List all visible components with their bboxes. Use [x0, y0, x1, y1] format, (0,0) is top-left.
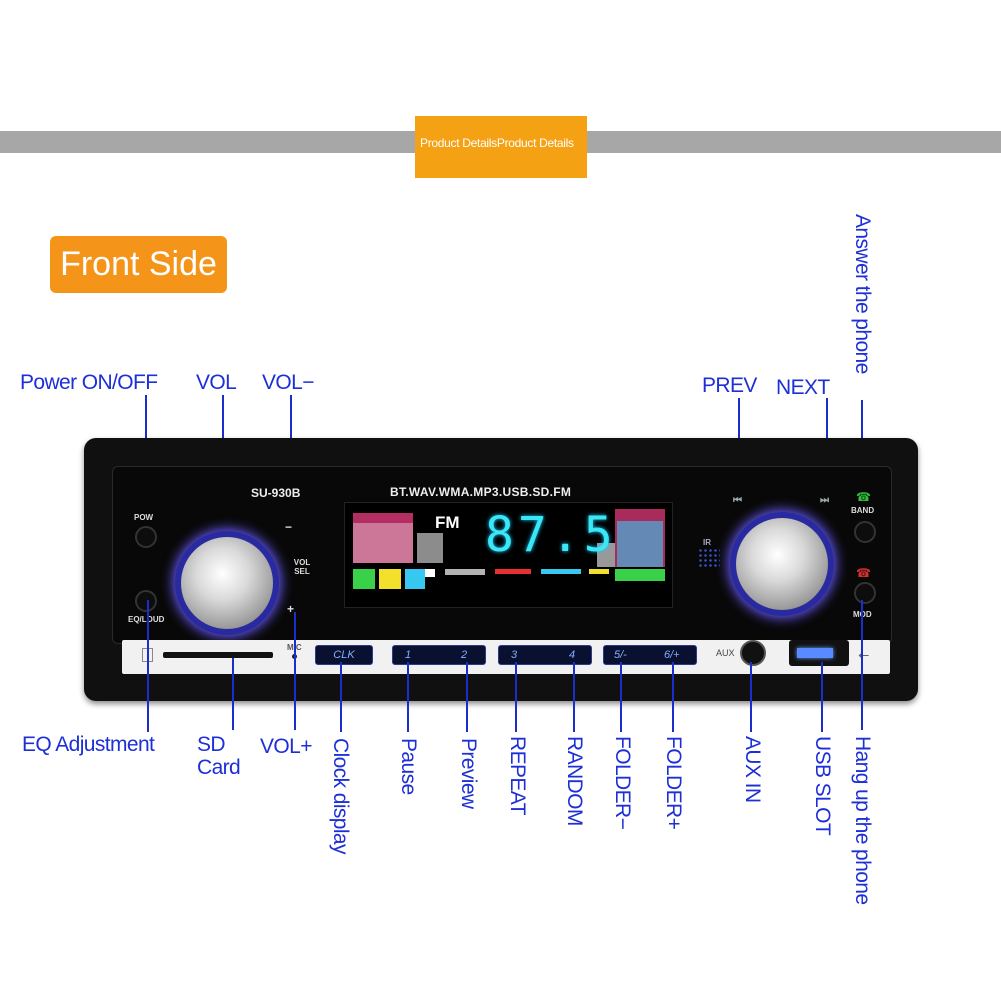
frequency-readout: 87.5 [485, 507, 617, 563]
power-label: Power ON/OFF [20, 371, 158, 394]
card-label: Card [197, 756, 241, 779]
formats-label: BT.WAV.WMA.MP3.USB.SD.FM [390, 485, 572, 499]
hang-up-phone-label: Hang up the phone [851, 736, 874, 905]
aux-text: AUX [716, 648, 735, 658]
sd-label: SD [197, 733, 226, 756]
prev-icon[interactable]: ⏮ [733, 495, 742, 506]
pow-text: POW [134, 513, 154, 522]
leader-eq [147, 600, 149, 732]
product-details-tab[interactable]: Product DetailsProduct Details [415, 116, 587, 178]
power-button[interactable] [135, 526, 157, 548]
ir-sensor [698, 548, 720, 568]
aux-jack[interactable] [740, 640, 766, 666]
spectrum-visualizer [353, 509, 665, 589]
next-label: NEXT [776, 376, 830, 399]
leader-sd [232, 658, 234, 730]
leader-preview [466, 662, 468, 732]
clock-display-label: Clock display [329, 738, 352, 854]
sd-card-slot[interactable] [163, 652, 273, 658]
answer-phone-label: Answer the phone [851, 214, 874, 374]
prev-label: PREV [702, 374, 757, 397]
aux-in-label: AUX IN [741, 736, 764, 803]
next-icon[interactable]: ⏭ [820, 495, 829, 506]
preset-1-text: 1 [405, 649, 412, 661]
usb-slot-label: USB SLOT [811, 736, 834, 836]
eq-loud-button[interactable] [135, 590, 157, 612]
clk-button[interactable]: CLK [315, 645, 373, 665]
preset-4-text: 4 [569, 649, 576, 661]
preset-2-text: 2 [461, 649, 468, 661]
folder-minus-label: FOLDER− [611, 736, 634, 830]
vol-plus-label: VOL+ [260, 735, 312, 758]
mod-button[interactable] [854, 582, 876, 604]
vol-label: VOL [196, 371, 237, 394]
preset-1-2-button[interactable]: 1 2 [392, 645, 486, 665]
leader-folder-plus [672, 662, 674, 732]
band-text: BAND [851, 506, 875, 515]
leader-hangup [861, 600, 863, 730]
leader-aux [750, 662, 752, 732]
phone-answer-icon: ☎ [856, 490, 871, 504]
leader-pause [407, 662, 409, 732]
vol-plus-mark: + [287, 602, 295, 616]
vol-sel-text: VOL SEL [293, 558, 311, 576]
tuning-knob[interactable] [736, 518, 828, 610]
ir-text: IR [703, 538, 711, 547]
lcd-display: FM 87.5 [344, 502, 673, 608]
random-label: RANDOM [563, 736, 586, 826]
volume-knob[interactable] [181, 537, 273, 629]
eq-adjustment-label: EQ Adjustment [22, 733, 155, 756]
clk-text: CLK [333, 649, 355, 661]
usb-slot[interactable] [789, 640, 849, 666]
preset-5-6-button[interactable]: 5/- 6/+ [603, 645, 697, 665]
band-indicator: FM [435, 513, 460, 532]
preset-6-text: 6/+ [664, 649, 680, 661]
front-side-badge: Front Side [50, 236, 227, 293]
usb-port [797, 648, 833, 658]
preset-3-text: 3 [511, 649, 518, 661]
preset-3-4-button[interactable]: 3 4 [498, 645, 592, 665]
leader-vol-plus [294, 612, 296, 730]
repeat-label: REPEAT [506, 736, 529, 815]
band-button[interactable] [854, 521, 876, 543]
pause-label: Pause [397, 738, 420, 795]
preview-label: Preview [457, 738, 480, 809]
leader-folder-minus [620, 662, 622, 732]
usb-icon: ⭠ [858, 646, 870, 662]
leader-clock [340, 662, 342, 732]
tab-label: Product DetailsProduct Details [420, 136, 574, 150]
folder-plus-label: FOLDER+ [662, 736, 685, 830]
preset-5-text: 5/- [614, 649, 627, 661]
leader-random [573, 662, 575, 732]
leader-usb [821, 662, 823, 732]
leader-repeat [515, 662, 517, 732]
vol-minus-mark: − [285, 520, 293, 534]
eq-loud-text: EQ/LOUD [128, 615, 164, 624]
phone-hangup-icon: ☎ [856, 566, 871, 580]
model-label: SU-930B [251, 486, 301, 500]
vol-minus-label: VOL− [262, 371, 314, 394]
